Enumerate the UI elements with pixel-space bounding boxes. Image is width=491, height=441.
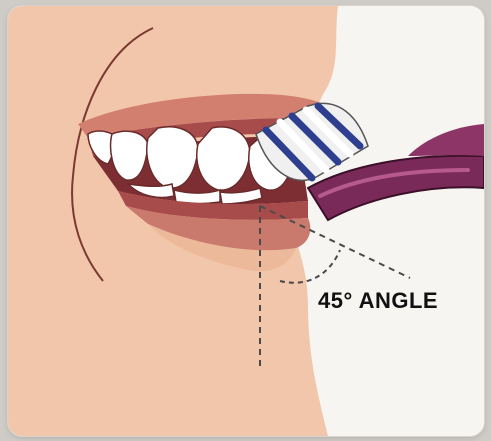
brushing-diagram: 45° ANGLE bbox=[8, 6, 484, 436]
angle-label: 45° ANGLE bbox=[318, 288, 438, 313]
illustration-card: 45° ANGLE bbox=[8, 6, 484, 436]
